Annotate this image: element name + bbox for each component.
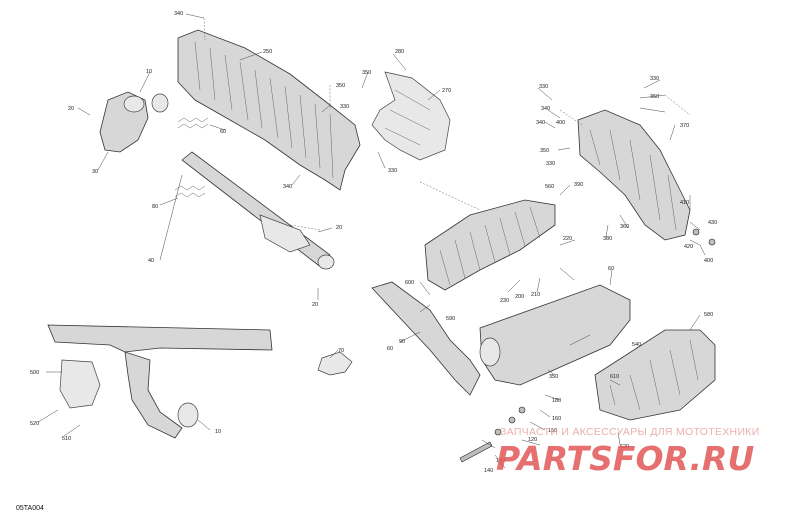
callout-20c: 20 [312,302,318,308]
callout-360: 360 [620,224,629,230]
callout-210: 210 [531,292,540,298]
pipe-40 [181,151,335,270]
callout-370: 370 [680,123,689,129]
muffler-60 [371,281,631,396]
callout-500: 500 [30,370,39,376]
callout-140: 140 [484,468,493,474]
manifold-elbow [99,91,169,153]
bracket-270 [371,71,451,161]
diagram-code: 05TA004 [16,505,44,512]
callout-250: 250 [263,49,272,55]
callout-10a: 10 [146,69,152,75]
callout-labels: 340 250 280 270 10 20 350 330 30 60 340 … [30,11,717,474]
callout-170: 170 [496,458,505,464]
callout-60b: 60 [608,266,614,272]
callout-330d: 330 [546,161,555,167]
callout-20a: 20 [68,106,74,112]
callout-540: 540 [632,342,641,348]
watermark-text: ЗАПЧАСТИ И АКСЕССУАРЫ ДЛЯ МОТОТЕХНИКИ [500,426,760,438]
callout-350c: 350 [540,148,549,154]
callout-180: 180 [552,398,561,404]
heat-shield-250 [177,29,361,191]
callout-40: 40 [148,258,154,264]
callout-70: 70 [338,348,344,354]
callout-350e: 350 [549,374,558,380]
callout-10b: 10 [215,429,221,435]
callout-330b: 330 [388,168,397,174]
callout-230: 230 [500,298,509,304]
heat-shield-580 [594,329,716,421]
callout-220: 220 [563,236,572,242]
callout-350a: 350 [336,83,345,89]
callout-330c: 330 [539,84,548,90]
callout-620: 620 [620,444,629,450]
callout-200: 200 [515,294,524,300]
callout-420: 420 [684,244,693,250]
callout-30: 30 [92,169,98,175]
callout-80: 80 [152,204,158,210]
callout-400a: 400 [556,120,565,126]
callout-510: 510 [62,436,71,442]
callout-520: 520 [30,421,39,427]
sensor-70 [317,351,353,376]
callout-560: 560 [545,184,554,190]
callout-390: 390 [574,182,583,188]
callout-340a: 340 [174,11,183,17]
callout-590: 590 [446,316,455,322]
callout-610: 610 [610,374,619,380]
callout-280: 280 [395,49,404,55]
callout-150: 150 [548,428,557,434]
bolts-lower [459,228,716,463]
callout-330e: 330 [650,76,659,82]
callout-340d: 340 [536,120,545,126]
callout-20b: 20 [336,225,342,231]
callout-350b: 350 [362,70,371,76]
callout-350d: 350 [650,94,659,100]
watermark-logo: PARTSFOR.RU [496,439,754,478]
heat-shield-560 [424,199,556,291]
callout-410: 410 [680,200,689,206]
springs-80 [174,117,209,198]
callout-60a: 60 [220,129,226,135]
callout-330a: 330 [340,104,349,110]
callout-90: 90 [399,339,405,345]
callout-340c: 340 [541,106,550,112]
lower-left-pipe-assembly [47,324,273,439]
callout-380: 380 [603,236,612,242]
callout-430: 430 [708,220,717,226]
callout-120: 120 [528,437,537,443]
callout-580: 580 [704,312,713,318]
watermark: ЗАПЧАСТИ И АКСЕССУАРЫ ДЛЯ МОТОТЕХНИКИ PA… [496,426,760,478]
callout-400b: 400 [704,258,713,264]
callout-270: 270 [442,88,451,94]
leader-lines [37,13,706,469]
heat-shield-390 [577,109,691,241]
callout-340b: 340 [283,184,292,190]
callout-600: 600 [405,280,414,286]
callout-160: 160 [552,416,561,422]
callout-60c: 60 [387,346,393,352]
